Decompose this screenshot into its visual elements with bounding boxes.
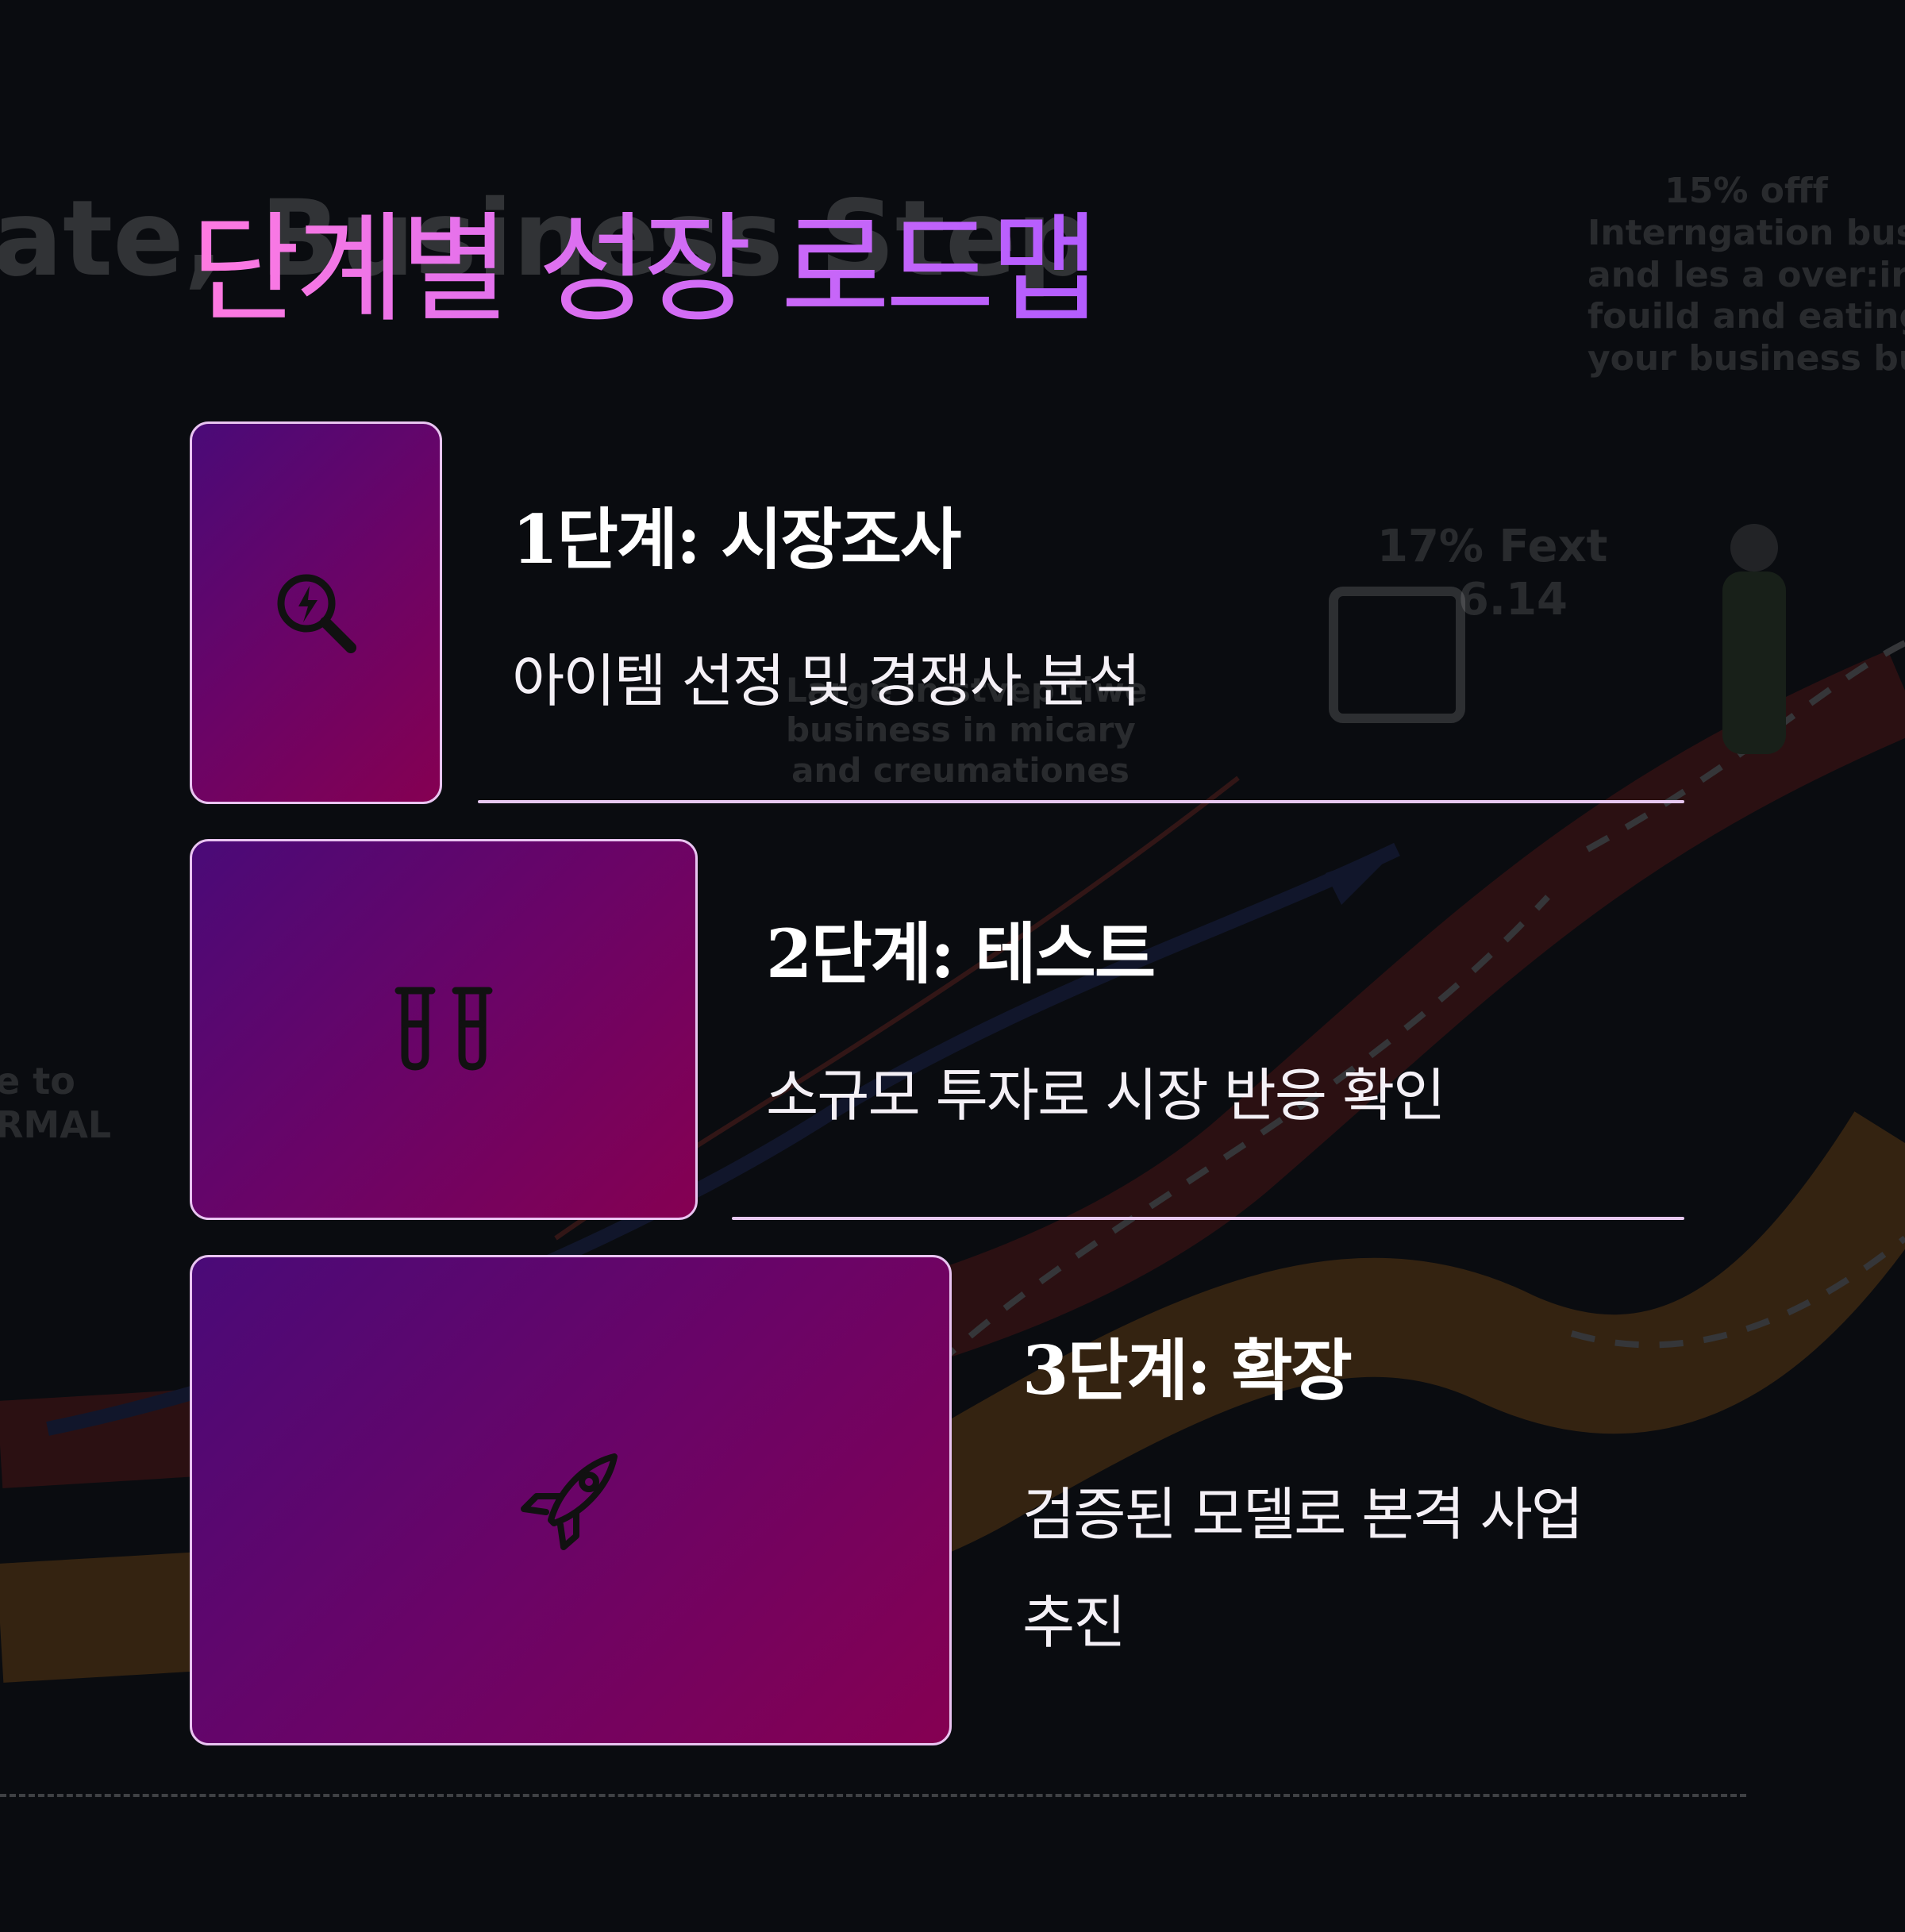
background-ghost-title: ate, Business Step — [0, 178, 1091, 300]
promo-line: fouild and eating — [1588, 296, 1905, 337]
mid-note-line: Large in stvep tiwe — [786, 671, 1148, 710]
left-note-line: e to — [0, 1060, 75, 1103]
step-2-divider — [732, 1217, 1684, 1220]
dashed-path — [934, 895, 1550, 1368]
promo-line: Interngation busi — [1588, 212, 1905, 253]
background-promo-text: 15% offf Interngation busi and les a ove… — [1588, 171, 1905, 380]
stat-line: 6.14 — [1457, 574, 1568, 626]
step-1-divider — [478, 800, 1684, 803]
background-mid-note: Large in stvep tiwe business in micary a… — [786, 671, 1148, 791]
rocket-icon — [521, 1453, 618, 1550]
page-title: 단계별 성장 로드맵 — [190, 173, 1099, 345]
background-stat-text: 17% Fext 6.14 — [1377, 520, 1608, 626]
bottom-dashed-line — [0, 1794, 1746, 1797]
step-1-description: 아이템 선정 및 경쟁사 분석 — [512, 648, 1141, 714]
step-1-title: 1단계: 시장조사 — [512, 500, 961, 579]
step-2-card — [190, 839, 698, 1220]
dashed-path-3 — [1586, 640, 1905, 852]
step-2-description: 소규모 투자로 시장 반응 확인 — [766, 1062, 1445, 1129]
promo-line: and les a over:ir — [1588, 254, 1905, 295]
dashed-path-2 — [1570, 1235, 1905, 1349]
test-tubes-icon — [394, 987, 493, 1071]
step-3-description: 검증된 모델로 본격 사업 추진 — [1022, 1481, 1584, 1656]
mid-note-line: and creumationes — [791, 750, 1130, 790]
step-1-card — [190, 421, 442, 804]
tablet-illustration — [1329, 587, 1465, 723]
promo-line: your business busi — [1588, 338, 1905, 379]
step-2-title: 2단계: 테스트 — [766, 914, 1156, 993]
person-head — [1730, 524, 1778, 572]
stat-line: 17% Fext — [1377, 521, 1608, 572]
person-body — [1722, 572, 1786, 754]
search-bolt-icon — [277, 574, 356, 653]
blue-arrow-head — [1326, 849, 1397, 905]
mid-note-line: business in micary — [786, 710, 1136, 750]
left-note-line: RMAL — [0, 1103, 112, 1147]
step-3-title: 3단계: 확장 — [1022, 1331, 1353, 1410]
step-3-card — [190, 1255, 952, 1745]
background-left-note: e to RMAL — [0, 1060, 111, 1147]
promo-line: 15% offf — [1664, 171, 1828, 211]
